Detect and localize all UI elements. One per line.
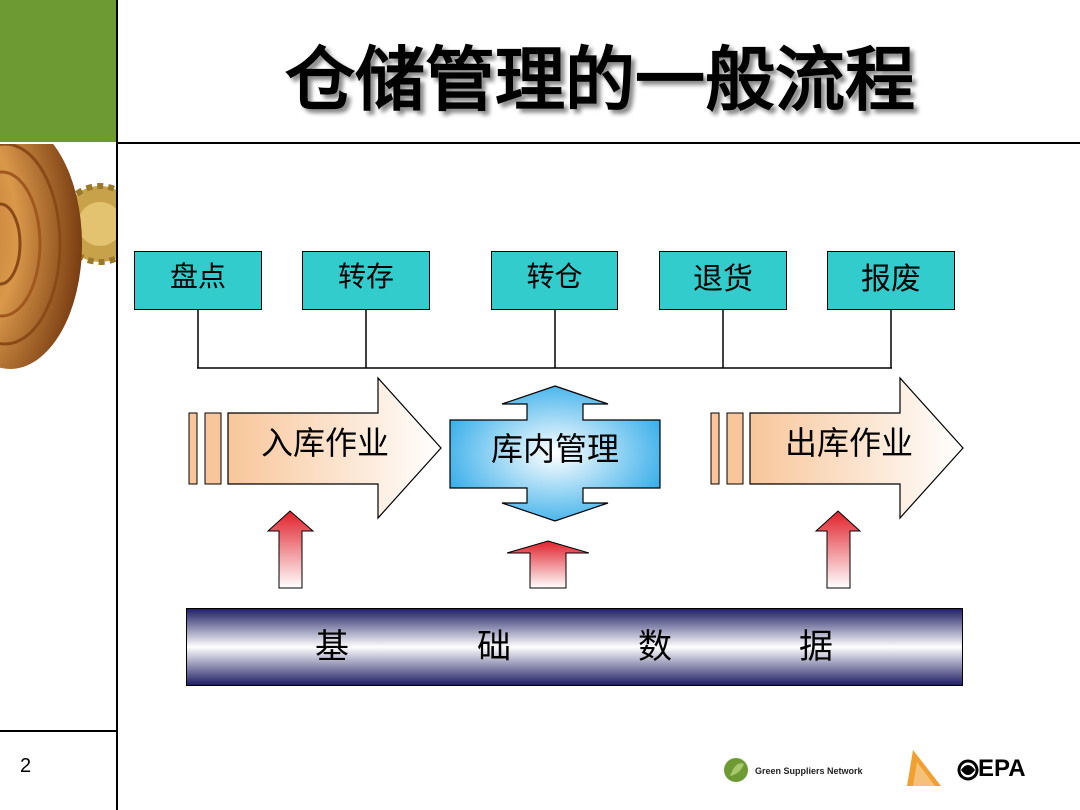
inbound-label: 入库作业 xyxy=(260,424,389,462)
footer-divider xyxy=(0,730,118,732)
box-transfer-storage: 转存 xyxy=(302,251,430,310)
tree-rings-gear-decoration xyxy=(0,144,116,369)
internal-double-arrow xyxy=(449,385,661,522)
base-char-1: 基 xyxy=(315,627,349,667)
base-data-bar: 基 础 数 据 xyxy=(186,608,963,686)
up-arrow-outbound xyxy=(814,510,862,589)
box-scrap: 报废 xyxy=(827,251,955,310)
outbound-arrow xyxy=(710,376,964,520)
page-number: 2 xyxy=(20,755,32,777)
page-title: 仓储管理的一般流程 xyxy=(285,38,915,121)
box-transfer-warehouse: 转仓 xyxy=(491,251,618,310)
accent-green-block xyxy=(0,0,116,142)
base-char-2: 础 xyxy=(477,627,511,667)
base-char-3: 数 xyxy=(638,627,672,667)
box-returns: 退货 xyxy=(659,251,787,310)
box-inventory-count: 盘点 xyxy=(134,251,262,310)
up-arrow-internal xyxy=(506,540,590,589)
partner-triangle-logo xyxy=(907,750,941,786)
epa-flower-icon xyxy=(957,759,979,781)
base-char-4: 据 xyxy=(799,627,833,667)
up-arrow-inbound xyxy=(266,510,315,589)
inbound-arrow xyxy=(188,376,442,520)
gsn-logo-text: Green Suppliers Network xyxy=(755,766,863,776)
title-divider xyxy=(116,142,1080,144)
epa-logo-text: EPA xyxy=(978,755,1026,782)
outbound-label: 出库作业 xyxy=(784,424,913,462)
internal-label: 库内管理 xyxy=(490,430,619,468)
gsn-leaf-icon xyxy=(724,758,748,782)
vertical-divider xyxy=(116,0,118,810)
